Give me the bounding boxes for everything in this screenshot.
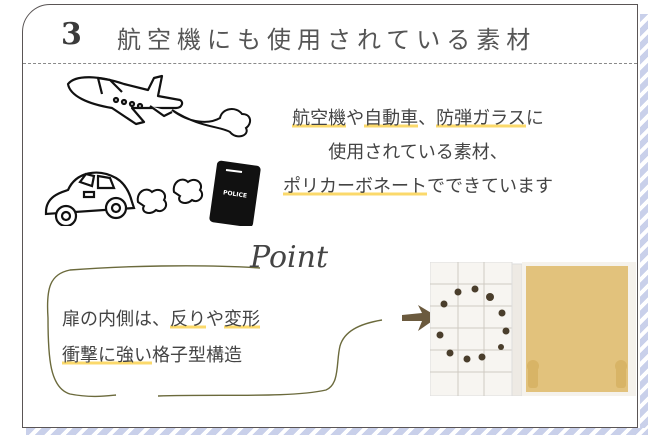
highlight-aircraft: 航空機 — [292, 108, 347, 129]
section-title: 航空機にも使用されている素材 — [117, 26, 537, 54]
police-shield-icon: POLICE — [209, 160, 261, 226]
text: 使用されている素材、 — [328, 142, 508, 163]
svg-text:POLICE: POLICE — [223, 189, 248, 199]
cloud-trail-icon — [171, 108, 252, 138]
text: 、 — [418, 108, 437, 129]
case-lattice-photo — [430, 262, 636, 396]
smoke-puff-icon — [136, 178, 204, 214]
material-description: 航空機や自動車、防弾ガラスに 使用されている素材、 ポリカーボネートでできていま… — [248, 102, 588, 204]
highlight-warp: 反り — [170, 309, 206, 330]
airplane-icon — [66, 74, 184, 126]
illustrations: POLICE — [44, 74, 261, 226]
car-icon — [44, 171, 136, 226]
card-header: 3 航空機にも使用されている素材 — [23, 5, 637, 64]
text: 格子型構造 — [152, 345, 242, 366]
text: 扉の内側は、 — [62, 309, 170, 330]
arrow-right-icon — [402, 305, 438, 331]
highlight-deformation: 変形 — [224, 309, 260, 330]
point-bubble-outline — [46, 265, 383, 398]
section-number: 3 — [61, 17, 82, 52]
highlight-automobile: 自動車 — [364, 108, 419, 129]
highlight-polycarbonate: ポリカーボネート — [283, 176, 427, 197]
highlight-impact-resistant: 衝撃に強い — [62, 345, 152, 366]
text: や — [346, 108, 365, 129]
stripe-shadow-right — [640, 14, 648, 432]
point-text: 扉の内側は、反りや変形 衝撃に強い格子型構造 — [62, 302, 260, 374]
text: や — [206, 309, 224, 330]
text: でできています — [427, 176, 553, 197]
point-label: Point — [250, 240, 329, 275]
highlight-bulletproof-glass: 防弾ガラス — [436, 108, 526, 129]
text: に — [525, 108, 544, 129]
stripe-shadow-bottom — [26, 428, 648, 435]
